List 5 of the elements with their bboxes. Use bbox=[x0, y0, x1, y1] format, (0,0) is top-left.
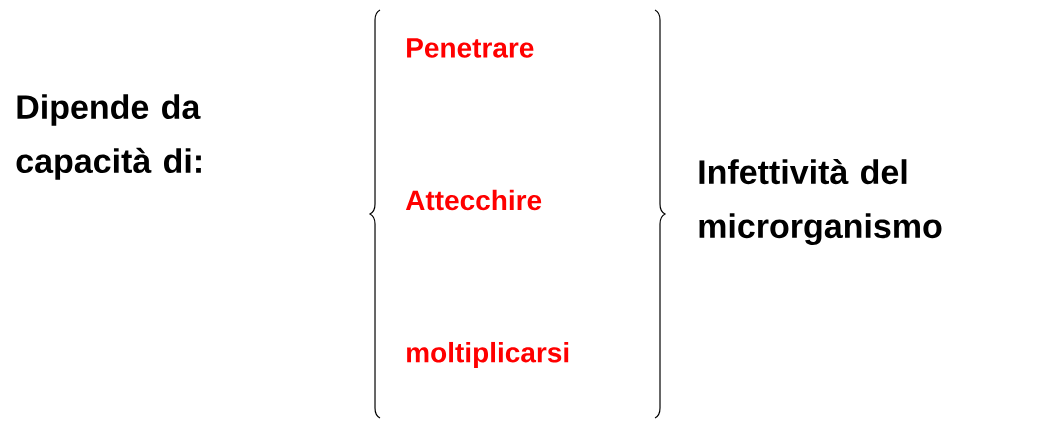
label-text: Penetrare bbox=[407, 38, 534, 58]
label-text: Dipende da capacità di: bbox=[16, 94, 201, 180]
label-text: Attecchire bbox=[405, 189, 542, 211]
label-text: Infettività del microrganismo bbox=[699, 158, 942, 246]
label-text: moltiplicarsi bbox=[407, 341, 569, 369]
